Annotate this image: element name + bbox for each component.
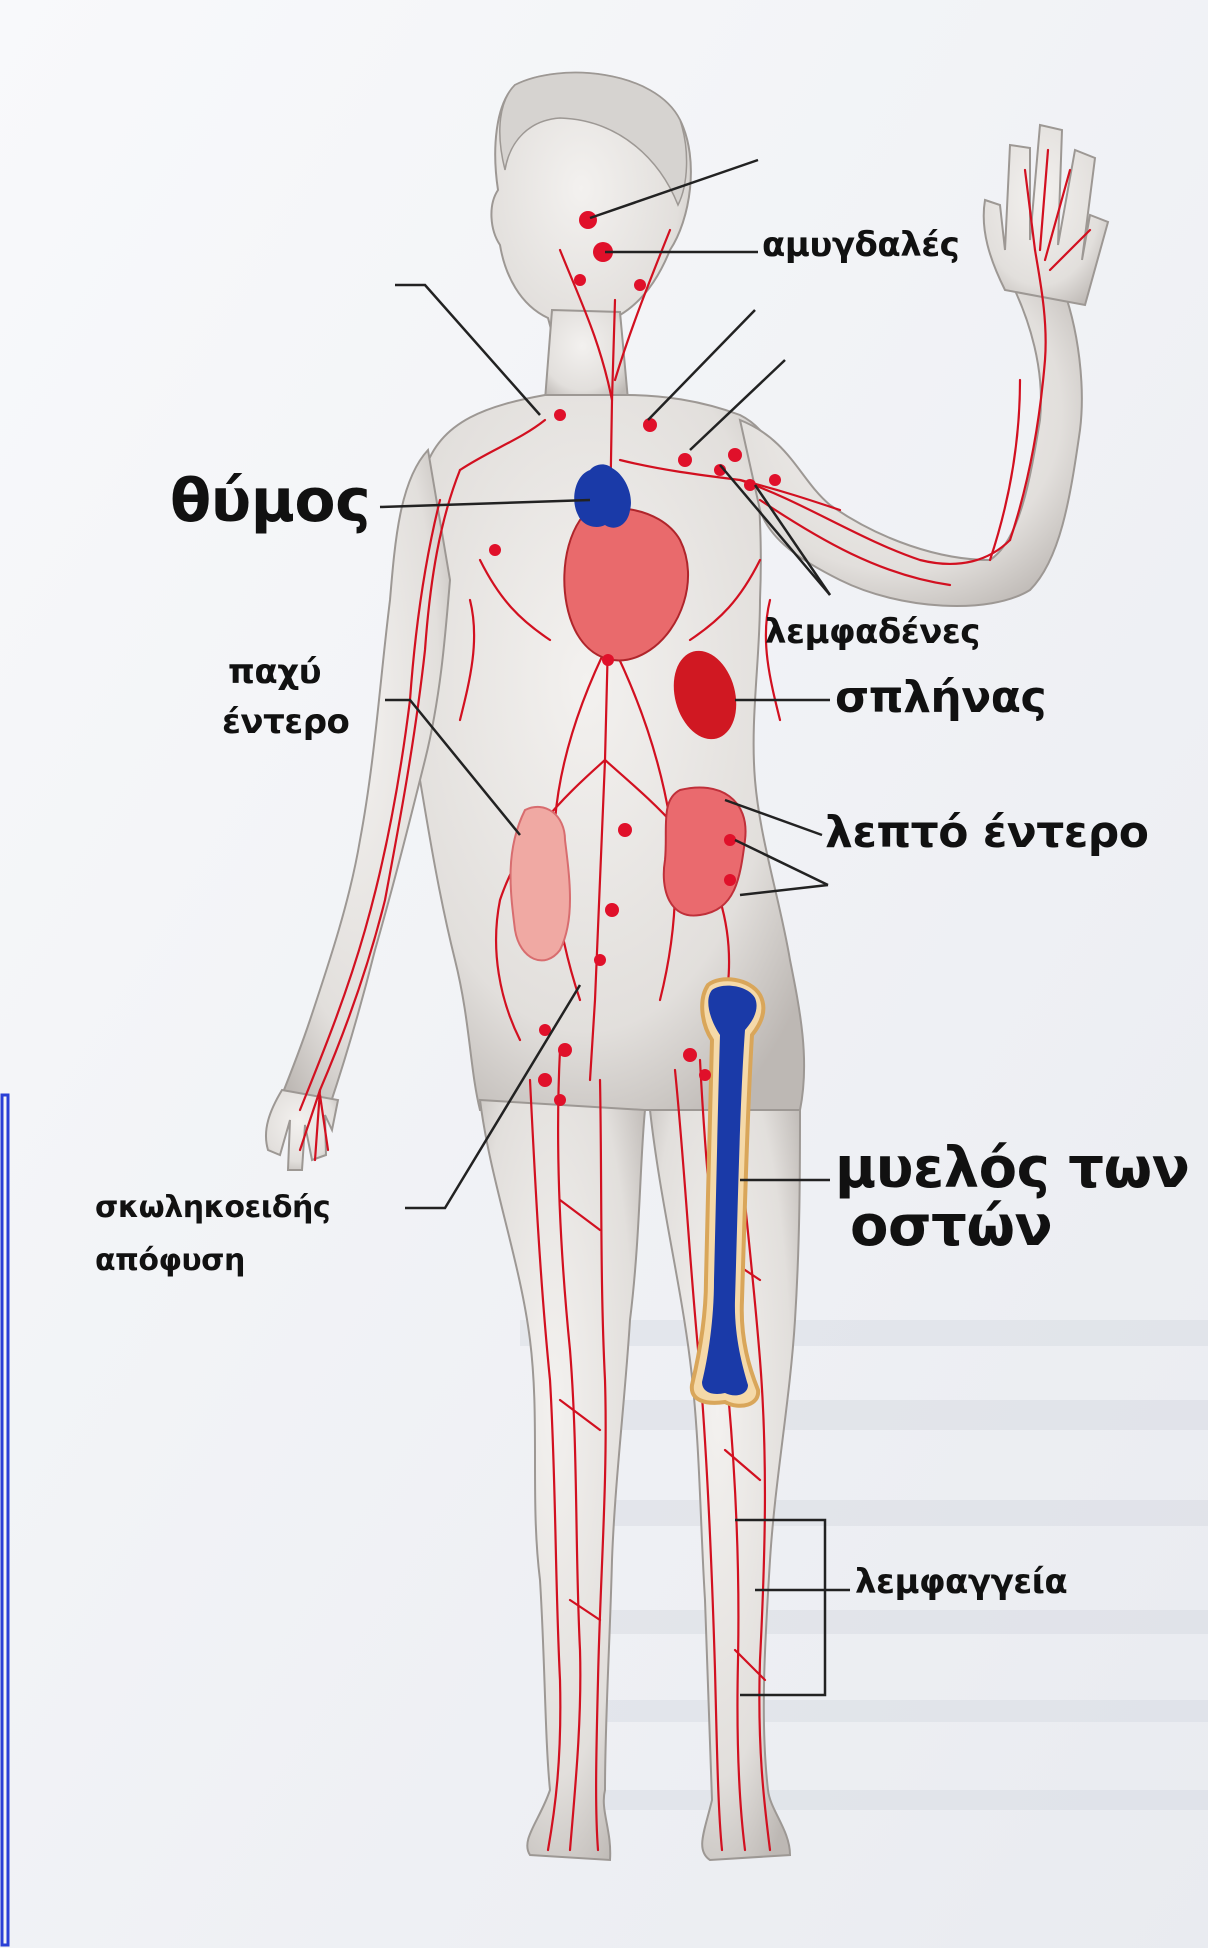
label-lymph-vessels: λεμφαγγεία: [855, 1565, 1067, 1601]
large-intestine: [511, 807, 570, 961]
label-lymph-nodes: λεμφαδένες: [765, 615, 980, 651]
label-spleen: σπλήνας: [835, 675, 1046, 721]
label-appendix-line2: απόφυση: [95, 1245, 245, 1277]
label-tonsils: αμυγδαλές: [762, 228, 959, 264]
label-thymus: θύμος: [170, 470, 370, 533]
label-bone-marrow-line2: οστών: [850, 1198, 1052, 1257]
label-appendix-line1: σκωληκοειδής: [95, 1192, 330, 1224]
label-small-intestine: λεπτό έντερο: [825, 810, 1149, 856]
label-bone-marrow-line1: μυελός των: [835, 1140, 1189, 1199]
neck: [545, 310, 628, 400]
label-large-intestine-line2: έντερο: [222, 705, 349, 741]
label-large-intestine-line1: παχύ: [228, 655, 321, 691]
